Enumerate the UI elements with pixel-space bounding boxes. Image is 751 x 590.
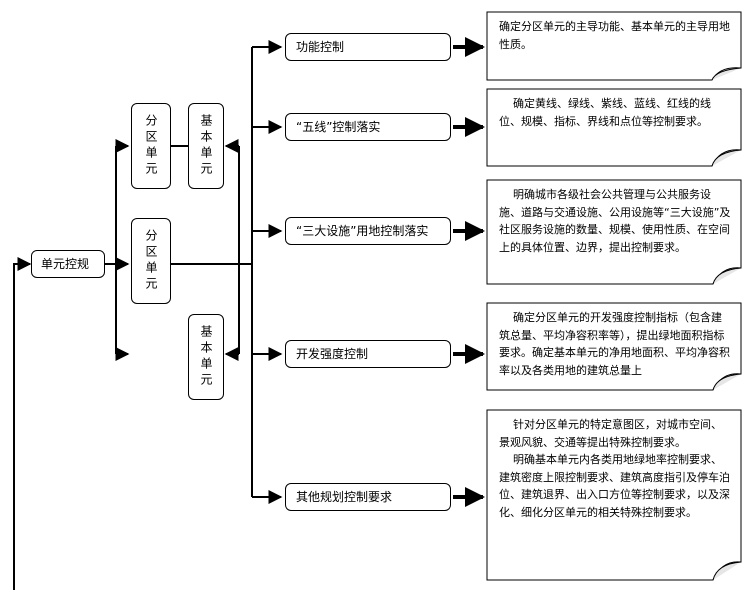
entry-arrow	[13, 257, 32, 590]
note-other-text: 针对分区单元的特定意图区，对城市空间、景观风貌、交通等提出特殊控制要求。 明确基…	[499, 418, 730, 519]
root-label: 单元控规	[41, 257, 90, 271]
note-function: 确定分区单元的主导功能、基本单元的主导用地性质。	[487, 12, 741, 80]
control-label-other: 其他规划控制要求	[296, 490, 393, 504]
control-label-intensity: 开发强度控制	[296, 347, 369, 361]
district-unit-top-label: 分区单元	[144, 114, 158, 178]
basic-unit-bottom-node: 基本单元	[188, 314, 224, 400]
control-node-five-lines: “五线”控制落实	[285, 113, 451, 141]
basic-unit-top-label: 基本单元	[199, 114, 213, 178]
basic-unit-top-node: 基本单元	[188, 103, 224, 189]
district-unit-top-node: 分区单元	[131, 103, 171, 189]
note-function-text: 确定分区单元的主导功能、基本单元的主导用地性质。	[499, 20, 730, 51]
control-node-function: 功能控制	[285, 33, 451, 61]
note-intensity-text: 确定分区单元的开发强度控制指标（包含建筑总量、平均净容积率等），提出绿地面积指标…	[499, 311, 730, 377]
district-unit-mid-label: 分区单元	[144, 229, 158, 293]
control-node-three-facilities: “三大设施”用地控制落实	[285, 217, 451, 245]
control-node-other: 其他规划控制要求	[285, 483, 451, 511]
note-five-lines: 确定黄线、绿线、紫线、蓝线、红线的线位、规模、指标、界线和点位等控制要求。	[487, 89, 741, 166]
basic-unit-bottom-label: 基本单元	[199, 325, 213, 389]
note-intensity: 确定分区单元的开发强度控制指标（包含建筑总量、平均净容积率等），提出绿地面积指标…	[487, 303, 741, 390]
control-label-function: 功能控制	[296, 40, 345, 54]
control-node-intensity: 开发强度控制	[285, 340, 451, 368]
note-three-facilities: 明确城市各级社会公共管理与公共服务设施、道路与交通设施、公用设施等“三大设施”及…	[487, 180, 741, 284]
control-label-five-lines: “五线”控制落实	[296, 120, 381, 134]
control-label-three-facilities: “三大设施”用地控制落实	[296, 224, 429, 238]
district-unit-mid-node: 分区单元	[131, 218, 171, 304]
note-other: 针对分区单元的特定意图区，对城市空间、景观风貌、交通等提出特殊控制要求。 明确基…	[487, 410, 741, 580]
note-three-facilities-text: 明确城市各级社会公共管理与公共服务设施、道路与交通设施、公用设施等“三大设施”及…	[499, 188, 731, 254]
note-five-lines-text: 确定黄线、绿线、紫线、蓝线、红线的线位、规模、指标、界线和点位等控制要求。	[499, 97, 711, 128]
root-node: 单元控规	[31, 250, 105, 278]
